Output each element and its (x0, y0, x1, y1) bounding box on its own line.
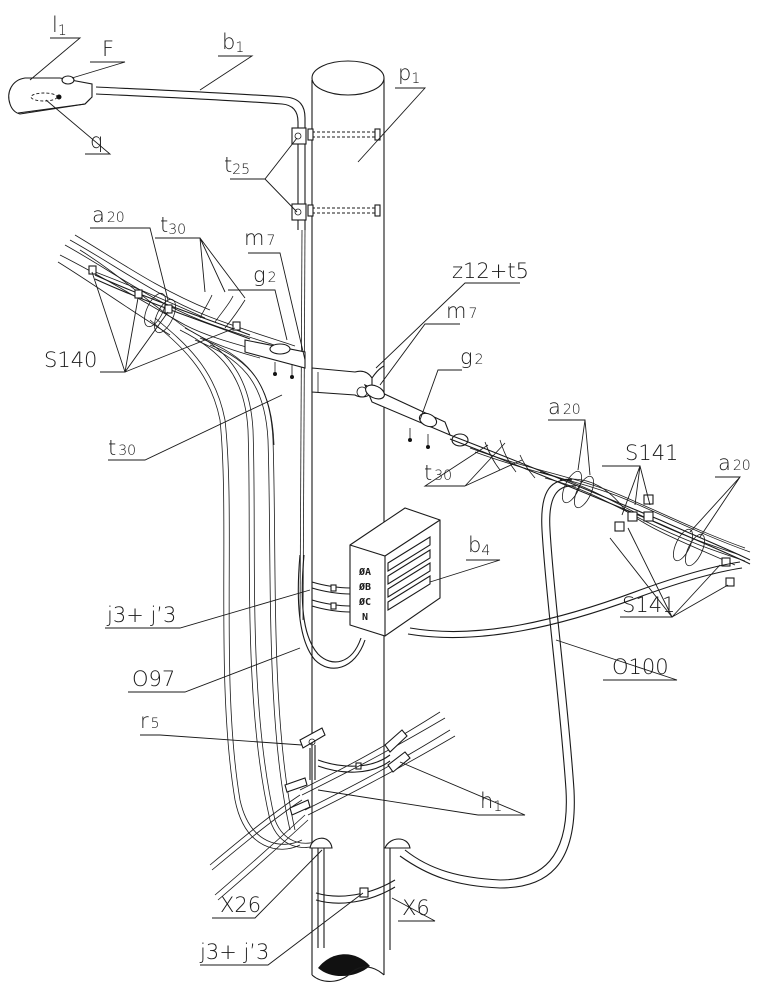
label-q: q (90, 129, 103, 153)
street-light-arm (95, 86, 381, 621)
clamp-s140 (134, 289, 143, 299)
label-o100: O100 (612, 655, 669, 679)
aerial-cable-bundle (57, 234, 751, 889)
label-p1: p1 (398, 61, 420, 87)
label-s141-top: S141 (625, 441, 678, 465)
pole (311, 60, 385, 982)
pole-bracket (311, 367, 373, 398)
label-z12-t5: z12+t5 (452, 259, 529, 283)
connector-h1 (289, 799, 311, 816)
arm-clamp-lower (291, 203, 307, 221)
connector-h1 (384, 729, 408, 753)
lower-fittings (209, 711, 456, 950)
clamp-s140 (232, 321, 241, 331)
label-F: F (102, 37, 114, 61)
lamp-photocell (61, 75, 75, 85)
connector-h1 (284, 777, 308, 793)
cable-entry-right (384, 838, 411, 849)
label-t25: t25 (224, 153, 250, 178)
cable-entry-x26 (309, 837, 333, 849)
clamp-s140 (164, 304, 173, 314)
phase-label-c: ØC (358, 596, 371, 608)
clamp-s141 (725, 577, 735, 587)
bracket-r5 (299, 727, 326, 749)
clamp-s141 (627, 511, 638, 522)
label-j3-top: j3+ j’3 (106, 603, 176, 627)
label-b4: b4 (468, 533, 490, 559)
label-b1: b1 (222, 30, 244, 56)
clamp-s141 (614, 521, 625, 532)
label-s141-bottom: S141 (622, 593, 675, 617)
label-x6: X6 (402, 896, 430, 920)
label-h1: h1 (480, 789, 502, 815)
street-lamp (8, 75, 93, 115)
distribution-box: ØA ØB ØC N (297, 507, 441, 669)
label-s140: S140 (44, 348, 97, 372)
label-x26: X26 (220, 893, 261, 917)
clamp-s141 (643, 511, 654, 522)
leader-lines (29, 37, 742, 966)
phase-label-a: ØA (358, 566, 371, 578)
clamp-s141 (721, 557, 731, 567)
connector-h1 (387, 751, 411, 773)
label-o97: O97 (132, 667, 175, 691)
label-j3-bottom: j3+ j’3 (199, 940, 269, 964)
phase-label-n: N (362, 612, 368, 623)
label-t30-top: t30 (160, 213, 186, 238)
pole-section-cut (318, 954, 370, 977)
terminal-strips (387, 536, 431, 611)
label-l1: l1 (52, 13, 67, 39)
phase-label-b: ØB (358, 581, 371, 593)
